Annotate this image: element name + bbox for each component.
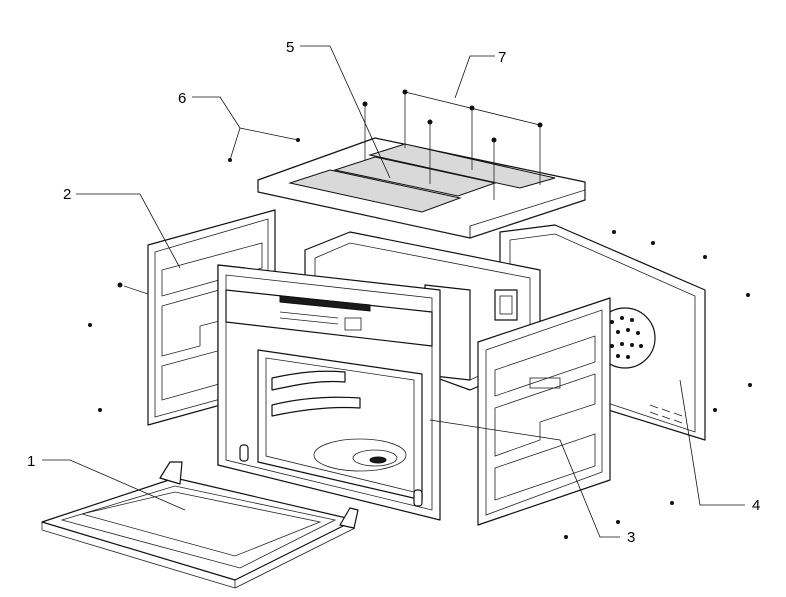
right-side-panel-part-3	[477, 297, 611, 526]
callout-labels: 1 2 3 4 5 6 7	[27, 39, 760, 546]
callout-7: 7	[498, 49, 506, 66]
callout-3: 3	[627, 529, 635, 546]
door-part-1	[41, 461, 359, 589]
callout-4: 4	[752, 497, 760, 514]
callout-6: 6	[178, 90, 186, 107]
vent-slots	[649, 404, 683, 424]
oven-front-frame	[217, 264, 441, 521]
screws	[88, 89, 752, 539]
callout-2: 2	[63, 186, 71, 203]
callout-1: 1	[27, 453, 35, 470]
callout-5: 5	[286, 39, 294, 56]
leader-lines	[42, 45, 745, 538]
top-strips-part-5	[288, 143, 556, 213]
